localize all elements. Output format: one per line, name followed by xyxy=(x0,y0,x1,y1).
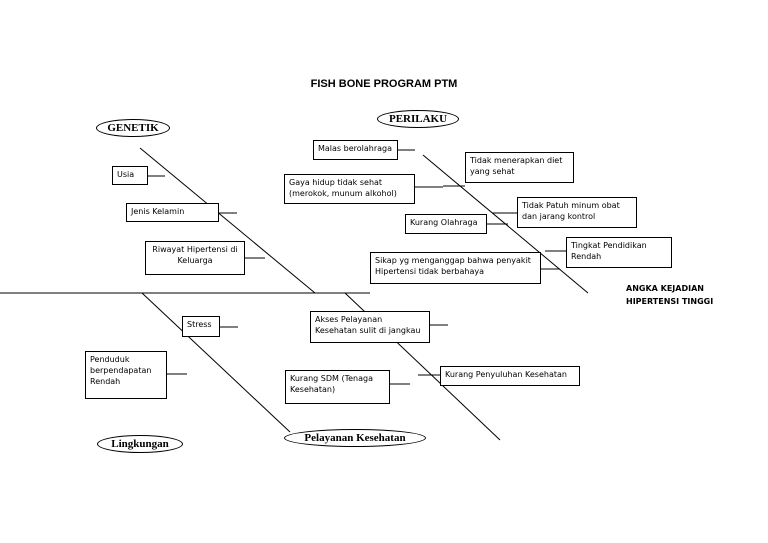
cause-tidak-patuh: Tidak Patuh minum obat dan jarang kontro… xyxy=(517,197,637,228)
category-genetik: GENETIK xyxy=(96,119,170,137)
genetik-bone xyxy=(139,147,316,294)
cause-sikap: Sikap yg menganggap bahwa penyakit Hiper… xyxy=(370,252,541,284)
cause-kurang-sdm: Kurang SDM (Tenaga Kesehatan) xyxy=(285,370,390,404)
cause-kurang-penyuluhan: Kurang Penyuluhan Kesehatan xyxy=(440,366,580,386)
effect-line-1: ANGKA KEJADIAN xyxy=(626,284,704,293)
cause-akses-pelayanan: Akses Pelayanan Kesehatan sulit di jangk… xyxy=(310,311,430,343)
category-perilaku: PERILAKU xyxy=(377,110,459,128)
effect-line-2: HIPERTENSI TINGGI xyxy=(626,297,714,306)
cause-tidak-menerapkan-diet: Tidak menerapkan diet yang sehat xyxy=(465,152,574,183)
effect-label: ANGKA KEJADIAN HIPERTENSI TINGGI xyxy=(626,282,713,308)
category-lingkungan: Lingkungan xyxy=(97,435,183,453)
category-pelayanan-kesehatan: Pelayanan Kesehatan xyxy=(284,429,426,447)
cause-penduduk-berpendapatan: Penduduk berpendapatan Rendah xyxy=(85,351,167,399)
cause-malas-berolahraga: Malas berolahraga xyxy=(313,140,398,160)
cause-usia: Usia xyxy=(112,166,148,185)
cause-tingkat-pendidikan: Tingkat Pendidikan Rendah xyxy=(566,237,672,268)
cause-riwayat-hipertensi: Riwayat Hipertensi di Keluarga xyxy=(145,241,245,275)
cause-kurang-olahraga: Kurang Olahraga xyxy=(405,214,487,234)
cause-gaya-hidup: Gaya hidup tidak sehat (merokok, munum a… xyxy=(284,174,415,204)
cause-jenis-kelamin: Jenis Kelamin xyxy=(126,203,219,222)
page-title: FISH BONE PROGRAM PTM xyxy=(310,78,458,90)
cause-stress: Stress xyxy=(182,316,220,337)
lingkungan-bone xyxy=(141,292,291,433)
